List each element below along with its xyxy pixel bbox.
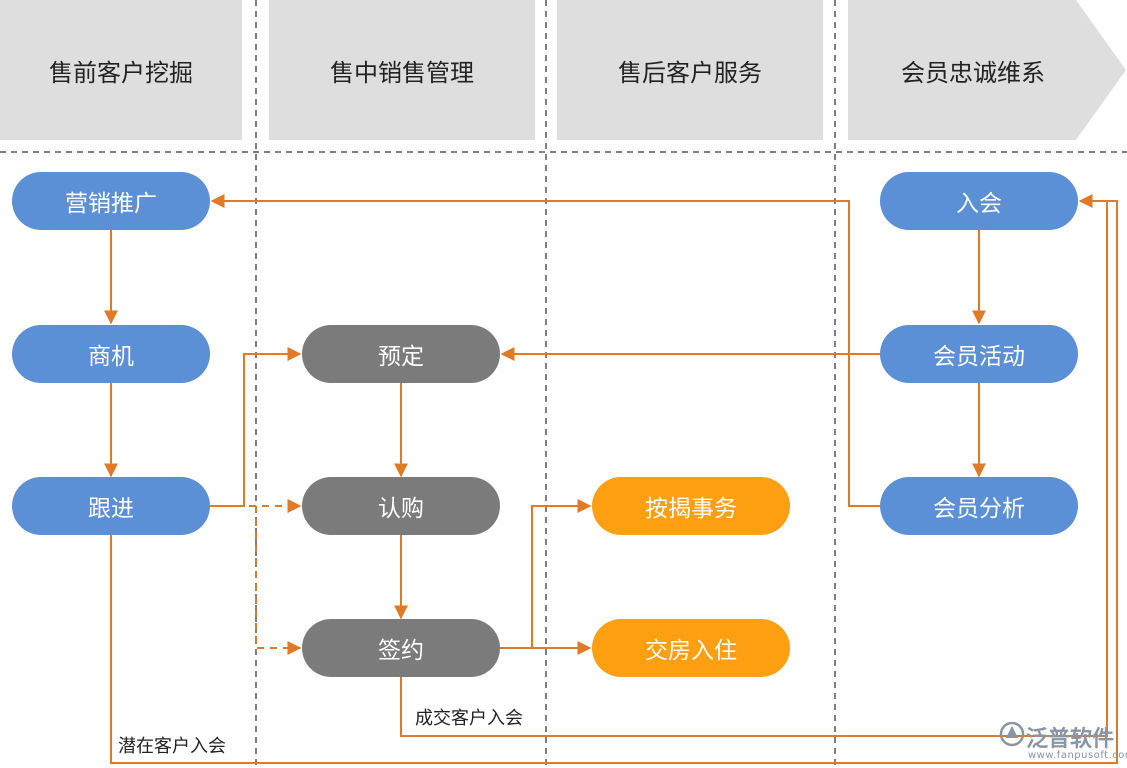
node-subscription: 认购 bbox=[302, 477, 500, 535]
header-box-presale bbox=[0, 0, 242, 140]
node-marketing: 营销推广 bbox=[12, 172, 210, 230]
node-reservation: 预定 bbox=[302, 325, 500, 383]
header-member: 会员忠诚维系 bbox=[901, 58, 1045, 87]
logo-url: www.fanpusoft.com bbox=[1028, 750, 1127, 761]
node-follow-up: 跟进 bbox=[12, 477, 210, 535]
logo-name: 泛普软件 bbox=[1026, 727, 1115, 752]
node-handover: 交房入住 bbox=[592, 619, 790, 677]
node-mortgage: 按揭事务 bbox=[592, 477, 790, 535]
header-box-aftersale bbox=[557, 0, 823, 140]
arrow-signing-mortgage bbox=[500, 499, 592, 649]
header-presale: 售前客户挖掘 bbox=[49, 58, 193, 87]
node-member-activity: 会员活动 bbox=[880, 325, 1078, 383]
logo-mark-icon bbox=[999, 721, 1025, 747]
node-opportunity: 商机 bbox=[12, 325, 210, 383]
arrow-analysis-marketing bbox=[210, 194, 880, 507]
label-deal-join: 成交客户入会 bbox=[415, 708, 523, 729]
dashed-arrow-followup-signing bbox=[255, 506, 302, 655]
node-member-analysis: 会员分析 bbox=[880, 477, 1078, 535]
header-arrow-member bbox=[848, 0, 1126, 140]
header-box-insale bbox=[269, 0, 535, 140]
header-insale: 售中销售管理 bbox=[330, 58, 474, 87]
arrow-deal-join bbox=[400, 200, 1108, 737]
node-signing: 签约 bbox=[302, 619, 500, 677]
header-aftersale: 售后客户服务 bbox=[618, 58, 762, 87]
arrow-followup-reservation bbox=[210, 347, 302, 507]
node-join: 入会 bbox=[880, 172, 1078, 230]
label-potential-join: 潜在客户入会 bbox=[118, 736, 226, 757]
